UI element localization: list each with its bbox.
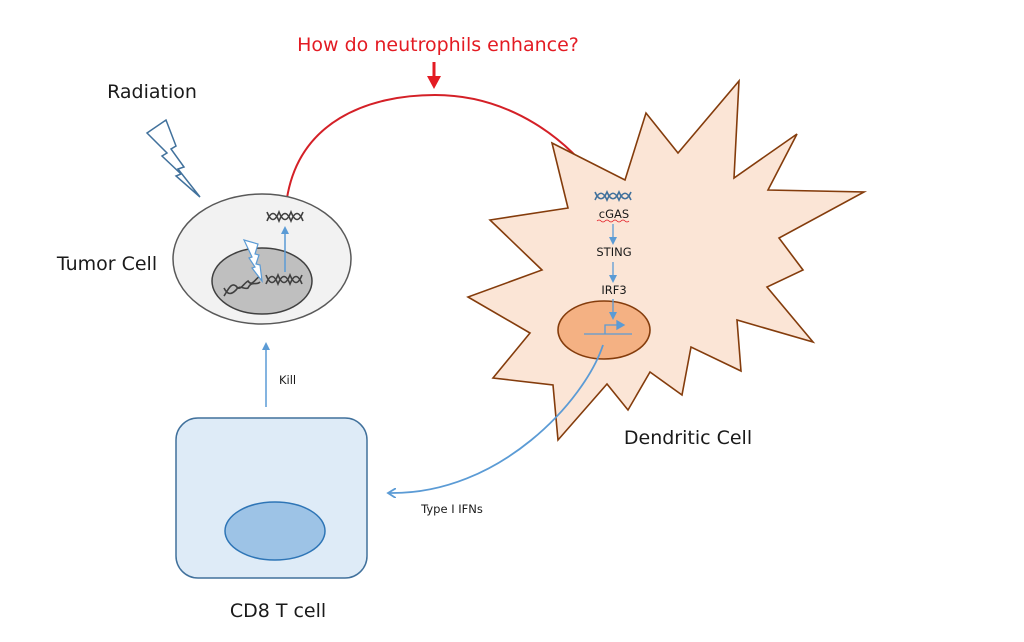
cd8-t-cell-label: CD8 T cell — [230, 600, 326, 622]
genomic-dna-icon — [223, 275, 261, 297]
question-text: How do neutrophils enhance? — [297, 34, 579, 56]
question-down-arrow-icon — [427, 62, 441, 89]
dna-fragment-icon — [266, 209, 304, 224]
cgas-spellcheck-underline — [596, 219, 630, 223]
gene-promoter-icon — [584, 319, 632, 335]
dc-nucleus — [557, 300, 651, 360]
type-i-ifn-arrow — [389, 344, 604, 493]
type-i-ifns-label: Type I IFNs — [420, 502, 483, 516]
pathway-cgas: cGAS — [599, 207, 629, 221]
nuclear-dna-icon — [265, 272, 303, 287]
tumor-cell-label: Tumor Cell — [56, 253, 157, 275]
pathway-irf3: IRF3 — [601, 283, 626, 297]
dendritic-cell-label: Dendritic Cell — [624, 427, 752, 449]
pathway-sting: STING — [596, 245, 631, 259]
dna-transfer-arrow — [285, 93, 600, 206]
nuclear-radiation-icon — [242, 239, 263, 284]
radiation-label: Radiation — [107, 81, 197, 103]
cytosolic-dna-icon — [594, 190, 632, 202]
kill-label: Kill — [279, 373, 296, 387]
radiation-lightning-icon — [145, 118, 201, 198]
t-cell-nucleus — [224, 501, 326, 561]
dendritic-cell — [466, 78, 868, 442]
